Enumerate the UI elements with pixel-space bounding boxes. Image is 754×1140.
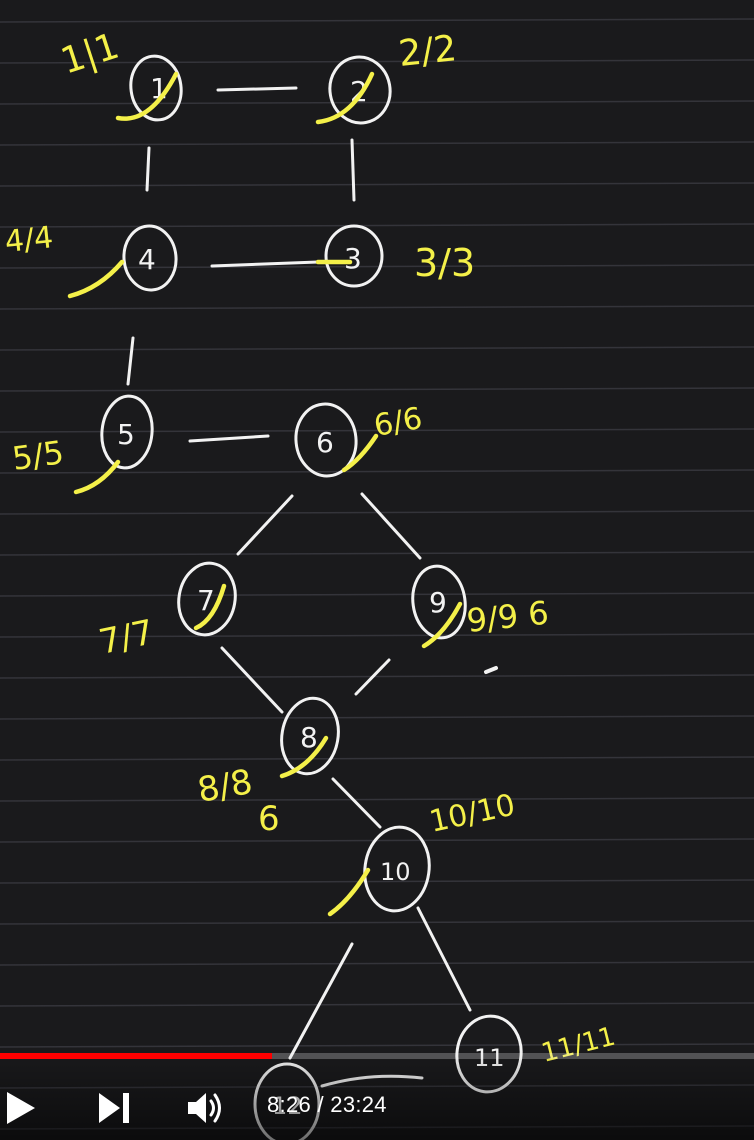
node-3: 3 [324,224,384,288]
label-node-5: 5/5 [10,433,66,478]
progress-bar[interactable] [0,1053,754,1059]
label-node-8: 8/8 [195,762,256,811]
edge-4-5 [126,336,135,386]
duration: 23:24 [330,1092,387,1117]
edge-4-3 [210,260,320,268]
ruling-line [0,633,754,638]
edge-1-4 [145,146,151,192]
edge-10-12 [288,942,354,1060]
ruling-line [0,18,754,23]
check-6 [341,433,379,473]
svg-text:9: 9 [429,586,447,619]
progress-played [0,1053,272,1059]
node-10: 10 [363,825,431,913]
label-node-9: 9/9 6 [465,594,551,640]
node-5: 5 [100,394,154,470]
chalk-mark [484,666,498,674]
svg-text:5: 5 [117,418,135,451]
time-separator: / [311,1092,331,1117]
ruling-line [0,141,754,146]
check-5 [73,459,121,495]
ruling-line [0,182,754,187]
ruling-line [0,797,754,802]
ruling-line [0,1002,754,1007]
check-4 [67,259,125,299]
svg-text:3: 3 [344,242,362,275]
node-8: 8 [280,696,340,776]
svg-text:8: 8 [300,721,318,754]
edge-6-9 [360,492,422,560]
label-node-3: 3/3 [414,241,475,285]
label-node-6: 6/6 [371,401,425,444]
current-time: 8:26 [267,1092,312,1117]
edge-5-6 [188,434,270,443]
edge-7-8 [220,646,284,714]
ruling-line [0,961,754,966]
label-node-4: 4/4 [3,220,55,260]
svg-text:7: 7 [197,584,215,617]
ruling-line [0,59,754,64]
volume-button[interactable] [186,1088,226,1128]
time-display: 8:26 / 23:24 [267,1092,387,1118]
edge-1-2 [216,86,298,92]
skip-next-icon [99,1093,129,1123]
ruling-line [0,551,754,556]
ruling-line [0,223,754,228]
ruling-line [0,1043,754,1048]
ruling-line [0,305,754,310]
ruling-line [0,879,754,884]
edge-9-8 [354,658,391,696]
node-4: 4 [122,224,178,292]
ruling-line [0,715,754,720]
visited-checkmarks [67,71,463,917]
check-9 [421,601,463,649]
play-icon [7,1092,35,1124]
label-node-8-low: 6 [258,799,280,839]
ruling-line [0,100,754,105]
ruling-line [0,592,754,597]
play-button[interactable] [0,1088,40,1128]
node-6: 6 [294,402,358,478]
check-8 [279,735,329,779]
ruling-line [0,387,754,392]
ruling-line [0,920,754,925]
svg-text:10: 10 [380,858,411,886]
edge-10-11 [416,906,472,1012]
node-9: 9 [411,564,467,640]
ruling-line [0,674,754,679]
check-1 [115,71,179,121]
check-7 [193,583,227,631]
edge-6-7 [236,494,294,556]
ruling-line [0,428,754,433]
ruling-line [0,469,754,474]
volume-icon [188,1093,221,1123]
ruling-line [0,756,754,761]
svg-text:6: 6 [316,426,334,459]
next-button[interactable] [94,1088,134,1128]
ruling-line [0,346,754,351]
node-7: 7 [177,561,237,637]
check-10 [327,867,371,917]
svg-text:4: 4 [138,243,156,276]
edge-8-10 [331,777,382,829]
edge-2-3 [350,138,356,202]
check-2 [315,71,375,125]
label-node-2: 2/2 [397,28,459,75]
